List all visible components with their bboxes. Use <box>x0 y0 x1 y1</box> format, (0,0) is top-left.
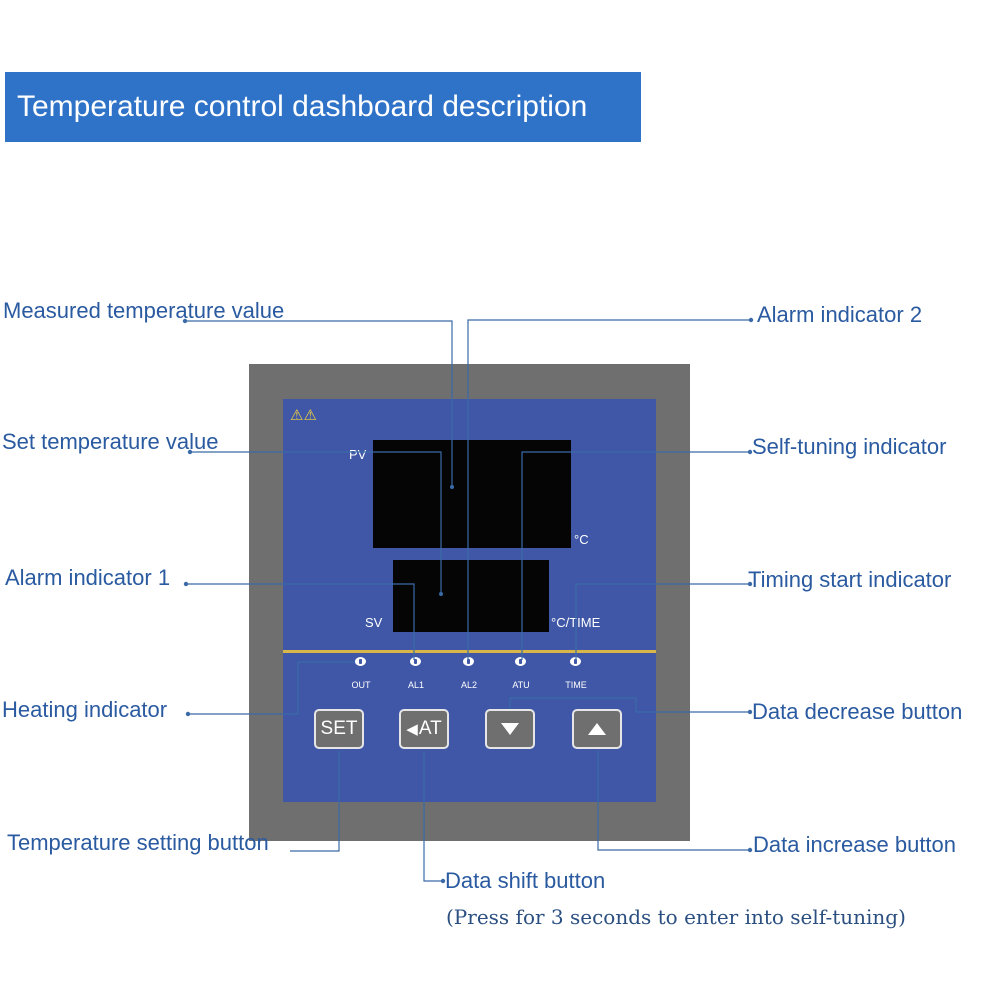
sv-display <box>393 560 549 632</box>
callout-data-increase-button: Data increase button <box>753 832 957 857</box>
callout-measured-temperature: Measured temperature value <box>3 298 285 323</box>
set-button[interactable]: SET <box>314 709 364 749</box>
page-title: Temperature control dashboard descriptio… <box>17 90 588 123</box>
atu-indicator-label: ATU <box>512 680 530 690</box>
title-banner: Temperature control dashboard descriptio… <box>5 72 641 142</box>
callout-timing-start-indicator: Timing start indicator <box>748 567 952 592</box>
callout-data-shift-button: Data shift button <box>445 868 606 893</box>
warning-icon: ⚠⚠ <box>290 406 317 424</box>
leader-measured-temperature <box>185 320 453 487</box>
leader-self-tuning <box>521 451 750 660</box>
leader-heating-indicator <box>188 661 355 715</box>
pv-display <box>373 440 571 548</box>
sv-label: SV <box>365 615 383 630</box>
at-button-label: AT <box>418 718 442 739</box>
time-indicator-label: TIME <box>565 680 587 690</box>
callout-set-temperature: Set temperature value <box>2 429 219 454</box>
atu-indicator-led <box>515 657 526 666</box>
leader-data-decrease <box>509 697 750 713</box>
callout-self-tuning-indicator: Self-tuning indicator <box>752 434 947 459</box>
callout-alarm-indicator-2: Alarm indicator 2 <box>757 302 923 327</box>
time-indicator-led <box>570 657 581 666</box>
leader-alarm-indicator-1 <box>186 583 415 660</box>
accent-divider <box>283 650 656 653</box>
left-arrow-icon: ◀ <box>406 720 418 738</box>
set-button-label: SET <box>320 718 358 739</box>
leader-data-increase <box>597 751 750 851</box>
al1-indicator-led <box>410 657 421 666</box>
callout-temperature-setting-button: Temperature setting button <box>7 830 269 855</box>
leader-set-temperature <box>190 451 442 594</box>
self-tuning-note: (Press for 3 seconds to enter into self-… <box>446 905 906 929</box>
up-button[interactable] <box>572 709 622 749</box>
out-indicator-label: OUT <box>351 680 371 690</box>
callout-alarm-indicator-1: Alarm indicator 1 <box>5 565 171 590</box>
leader-data-shift <box>423 751 443 882</box>
leader-alarm-indicator-2 <box>467 319 751 660</box>
pv-label: PV <box>349 447 367 462</box>
out-indicator-led <box>355 657 366 666</box>
leader-timing-start <box>575 583 750 660</box>
down-button[interactable] <box>485 709 535 749</box>
callout-heating-indicator: Heating indicator <box>2 697 168 722</box>
leader-temperature-setting <box>290 751 340 852</box>
al1-indicator-label: AL1 <box>407 680 424 690</box>
callout-data-decrease-button: Data decrease button <box>752 699 963 724</box>
triangle-down-icon <box>501 723 519 735</box>
triangle-up-icon <box>588 723 606 735</box>
at-shift-button[interactable]: ◀ AT <box>399 709 449 749</box>
al2-indicator-label: AL2 <box>460 680 477 690</box>
al2-indicator-led <box>463 657 474 666</box>
pv-unit-label: °C <box>574 532 589 547</box>
